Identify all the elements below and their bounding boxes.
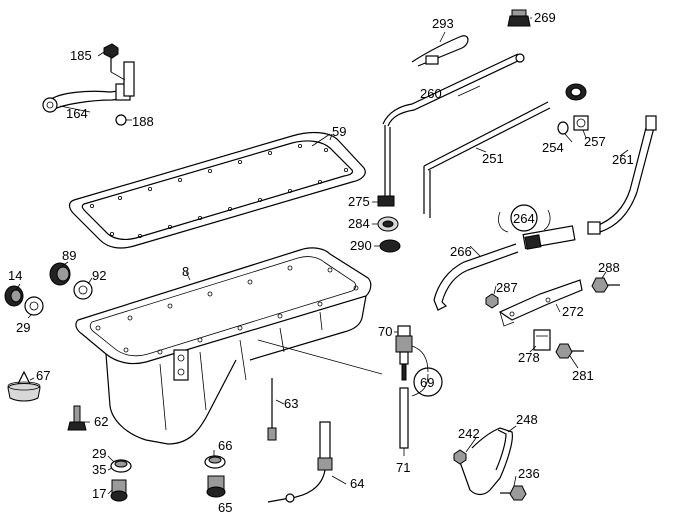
label-264: 264 — [513, 211, 535, 226]
label-64: 64 — [350, 476, 364, 491]
dipstick-251 — [423, 83, 587, 218]
bolt-242 — [453, 449, 467, 465]
bolt-281 — [555, 343, 584, 359]
label-14: 14 — [8, 268, 22, 283]
label-278: 278 — [518, 350, 540, 365]
bracket-272 — [498, 279, 583, 327]
label-67: 67 — [36, 368, 50, 383]
oil-pipe-bracket-164 — [42, 61, 135, 126]
label-59: 59 — [332, 124, 346, 139]
label-164: 164 — [66, 106, 88, 121]
cap-269 — [507, 9, 531, 27]
label-70: 70 — [378, 324, 392, 339]
label-65: 65 — [218, 500, 232, 515]
label-236: 236 — [518, 466, 540, 481]
plug-14 — [4, 285, 24, 307]
plug-17 — [110, 479, 128, 502]
label-185: 185 — [70, 48, 92, 63]
clip-278 — [533, 329, 551, 351]
plug-89 — [49, 262, 71, 286]
label-29-top: 29 — [16, 320, 30, 335]
pipe-266 — [433, 243, 519, 311]
label-63: 63 — [284, 396, 298, 411]
label-260: 260 — [420, 86, 442, 101]
part-labels: 185 164 188 293 269 260 59 254 257 251 2… — [8, 10, 634, 515]
label-8: 8 — [182, 264, 189, 279]
label-269: 269 — [534, 10, 556, 25]
label-275: 275 — [348, 194, 370, 209]
label-287: 287 — [496, 280, 518, 295]
oil-pan-8 — [75, 247, 383, 445]
label-242: 242 — [458, 426, 480, 441]
label-266: 266 — [450, 244, 472, 259]
label-293: 293 — [432, 16, 454, 31]
label-66: 66 — [218, 438, 232, 453]
label-290: 290 — [350, 238, 372, 253]
mount-67 — [7, 370, 41, 402]
nut-287 — [485, 293, 499, 309]
grommet-257 — [573, 115, 589, 131]
connector-264 — [498, 209, 576, 250]
label-288: 288 — [598, 260, 620, 275]
label-92: 92 — [92, 268, 106, 283]
ring-284 — [377, 216, 399, 232]
label-284: 284 — [348, 216, 370, 231]
label-188: 188 — [132, 114, 154, 129]
plug-65 — [206, 475, 226, 498]
label-89: 89 — [62, 248, 76, 263]
clip-293 — [411, 35, 469, 67]
rod-63 — [267, 378, 277, 441]
leader-lines — [15, 17, 629, 495]
seal-66 — [204, 455, 226, 469]
seal-35 — [110, 459, 132, 473]
oil-pan-gasket-59 — [68, 131, 366, 249]
label-62: 62 — [94, 414, 108, 429]
guide-tube-260 — [382, 53, 525, 196]
bolt-62 — [67, 405, 87, 431]
callout-circle-264 — [510, 204, 538, 232]
label-261: 261 — [612, 152, 634, 167]
seal-290 — [379, 239, 401, 253]
label-17: 17 — [92, 486, 106, 501]
bracket-69 — [411, 345, 429, 397]
label-251: 251 — [482, 151, 504, 166]
callout-circle-69 — [413, 367, 443, 397]
bolt-236 — [500, 485, 527, 501]
label-29-bottom: 29 — [92, 446, 106, 461]
bolt-185 — [103, 43, 126, 81]
bolt-288 — [591, 277, 620, 293]
oil-level-sensor-64 — [267, 421, 333, 503]
label-248: 248 — [516, 412, 538, 427]
seal-254 — [557, 121, 569, 135]
label-257: 257 — [584, 134, 606, 149]
label-35: 35 — [92, 462, 106, 477]
fitting-70 — [395, 325, 413, 381]
label-69: 69 — [420, 375, 434, 390]
clamp-275 — [377, 195, 395, 207]
label-254: 254 — [542, 140, 564, 155]
label-71: 71 — [396, 460, 410, 475]
seal-ring-29-top — [24, 296, 44, 316]
label-272: 272 — [562, 304, 584, 319]
guide-tube-261 — [587, 115, 657, 235]
label-281: 281 — [572, 368, 594, 383]
seal-ring-92 — [73, 280, 93, 300]
tube-71 — [399, 387, 409, 449]
bracket-248 — [459, 427, 513, 496]
